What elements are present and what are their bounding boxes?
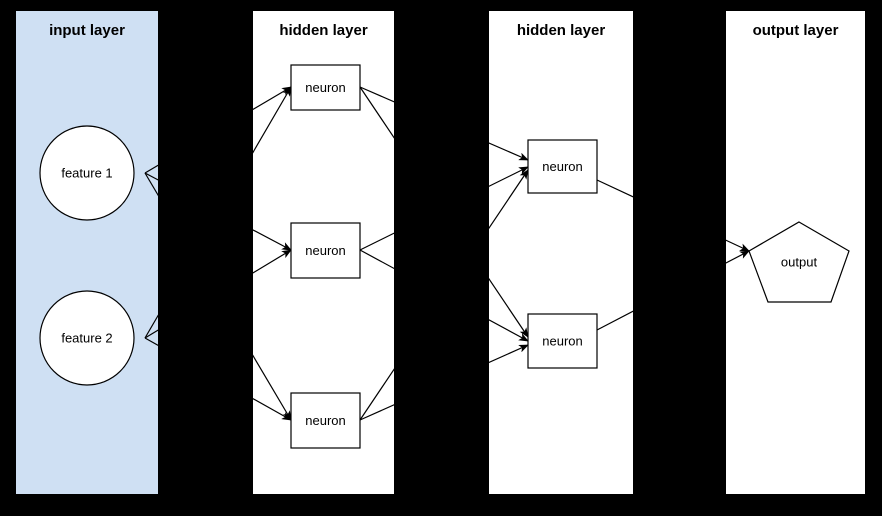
layer-title-output-layer: output layer <box>752 22 839 39</box>
layer-title-hidden-layer-2: hidden layer <box>516 22 606 39</box>
background-gap <box>395 0 488 516</box>
background-gap <box>866 0 882 516</box>
node-neuron-5[interactable] <box>527 313 598 369</box>
background-gap <box>634 0 725 516</box>
node-label-feature-1: feature 1 <box>61 165 112 180</box>
node-feature-1[interactable] <box>39 125 135 221</box>
node-label-feature-2: feature 2 <box>61 330 112 345</box>
node-neuron-4[interactable] <box>527 139 598 194</box>
node-label-neuron-4: neuron <box>542 159 582 174</box>
node-neuron-1[interactable] <box>290 64 361 111</box>
node-label-output-node: output <box>781 254 818 269</box>
layer-title-hidden-layer-1: hidden layer <box>279 22 368 39</box>
background-gap <box>0 0 15 516</box>
node-feature-2[interactable] <box>39 290 135 386</box>
node-neuron-2[interactable] <box>290 222 361 279</box>
node-label-neuron-2: neuron <box>305 243 345 258</box>
node-neuron-3[interactable] <box>290 392 361 449</box>
node-label-neuron-5: neuron <box>542 333 582 348</box>
layer-title-input-layer: input layer <box>49 22 125 39</box>
background-gap <box>0 0 882 10</box>
layer-box-input-layer[interactable] <box>15 10 159 495</box>
background-gap <box>159 0 252 516</box>
node-label-neuron-3: neuron <box>305 413 345 428</box>
node-label-neuron-1: neuron <box>305 80 345 95</box>
background-gap <box>0 495 882 516</box>
node-output-node[interactable] <box>748 221 850 303</box>
